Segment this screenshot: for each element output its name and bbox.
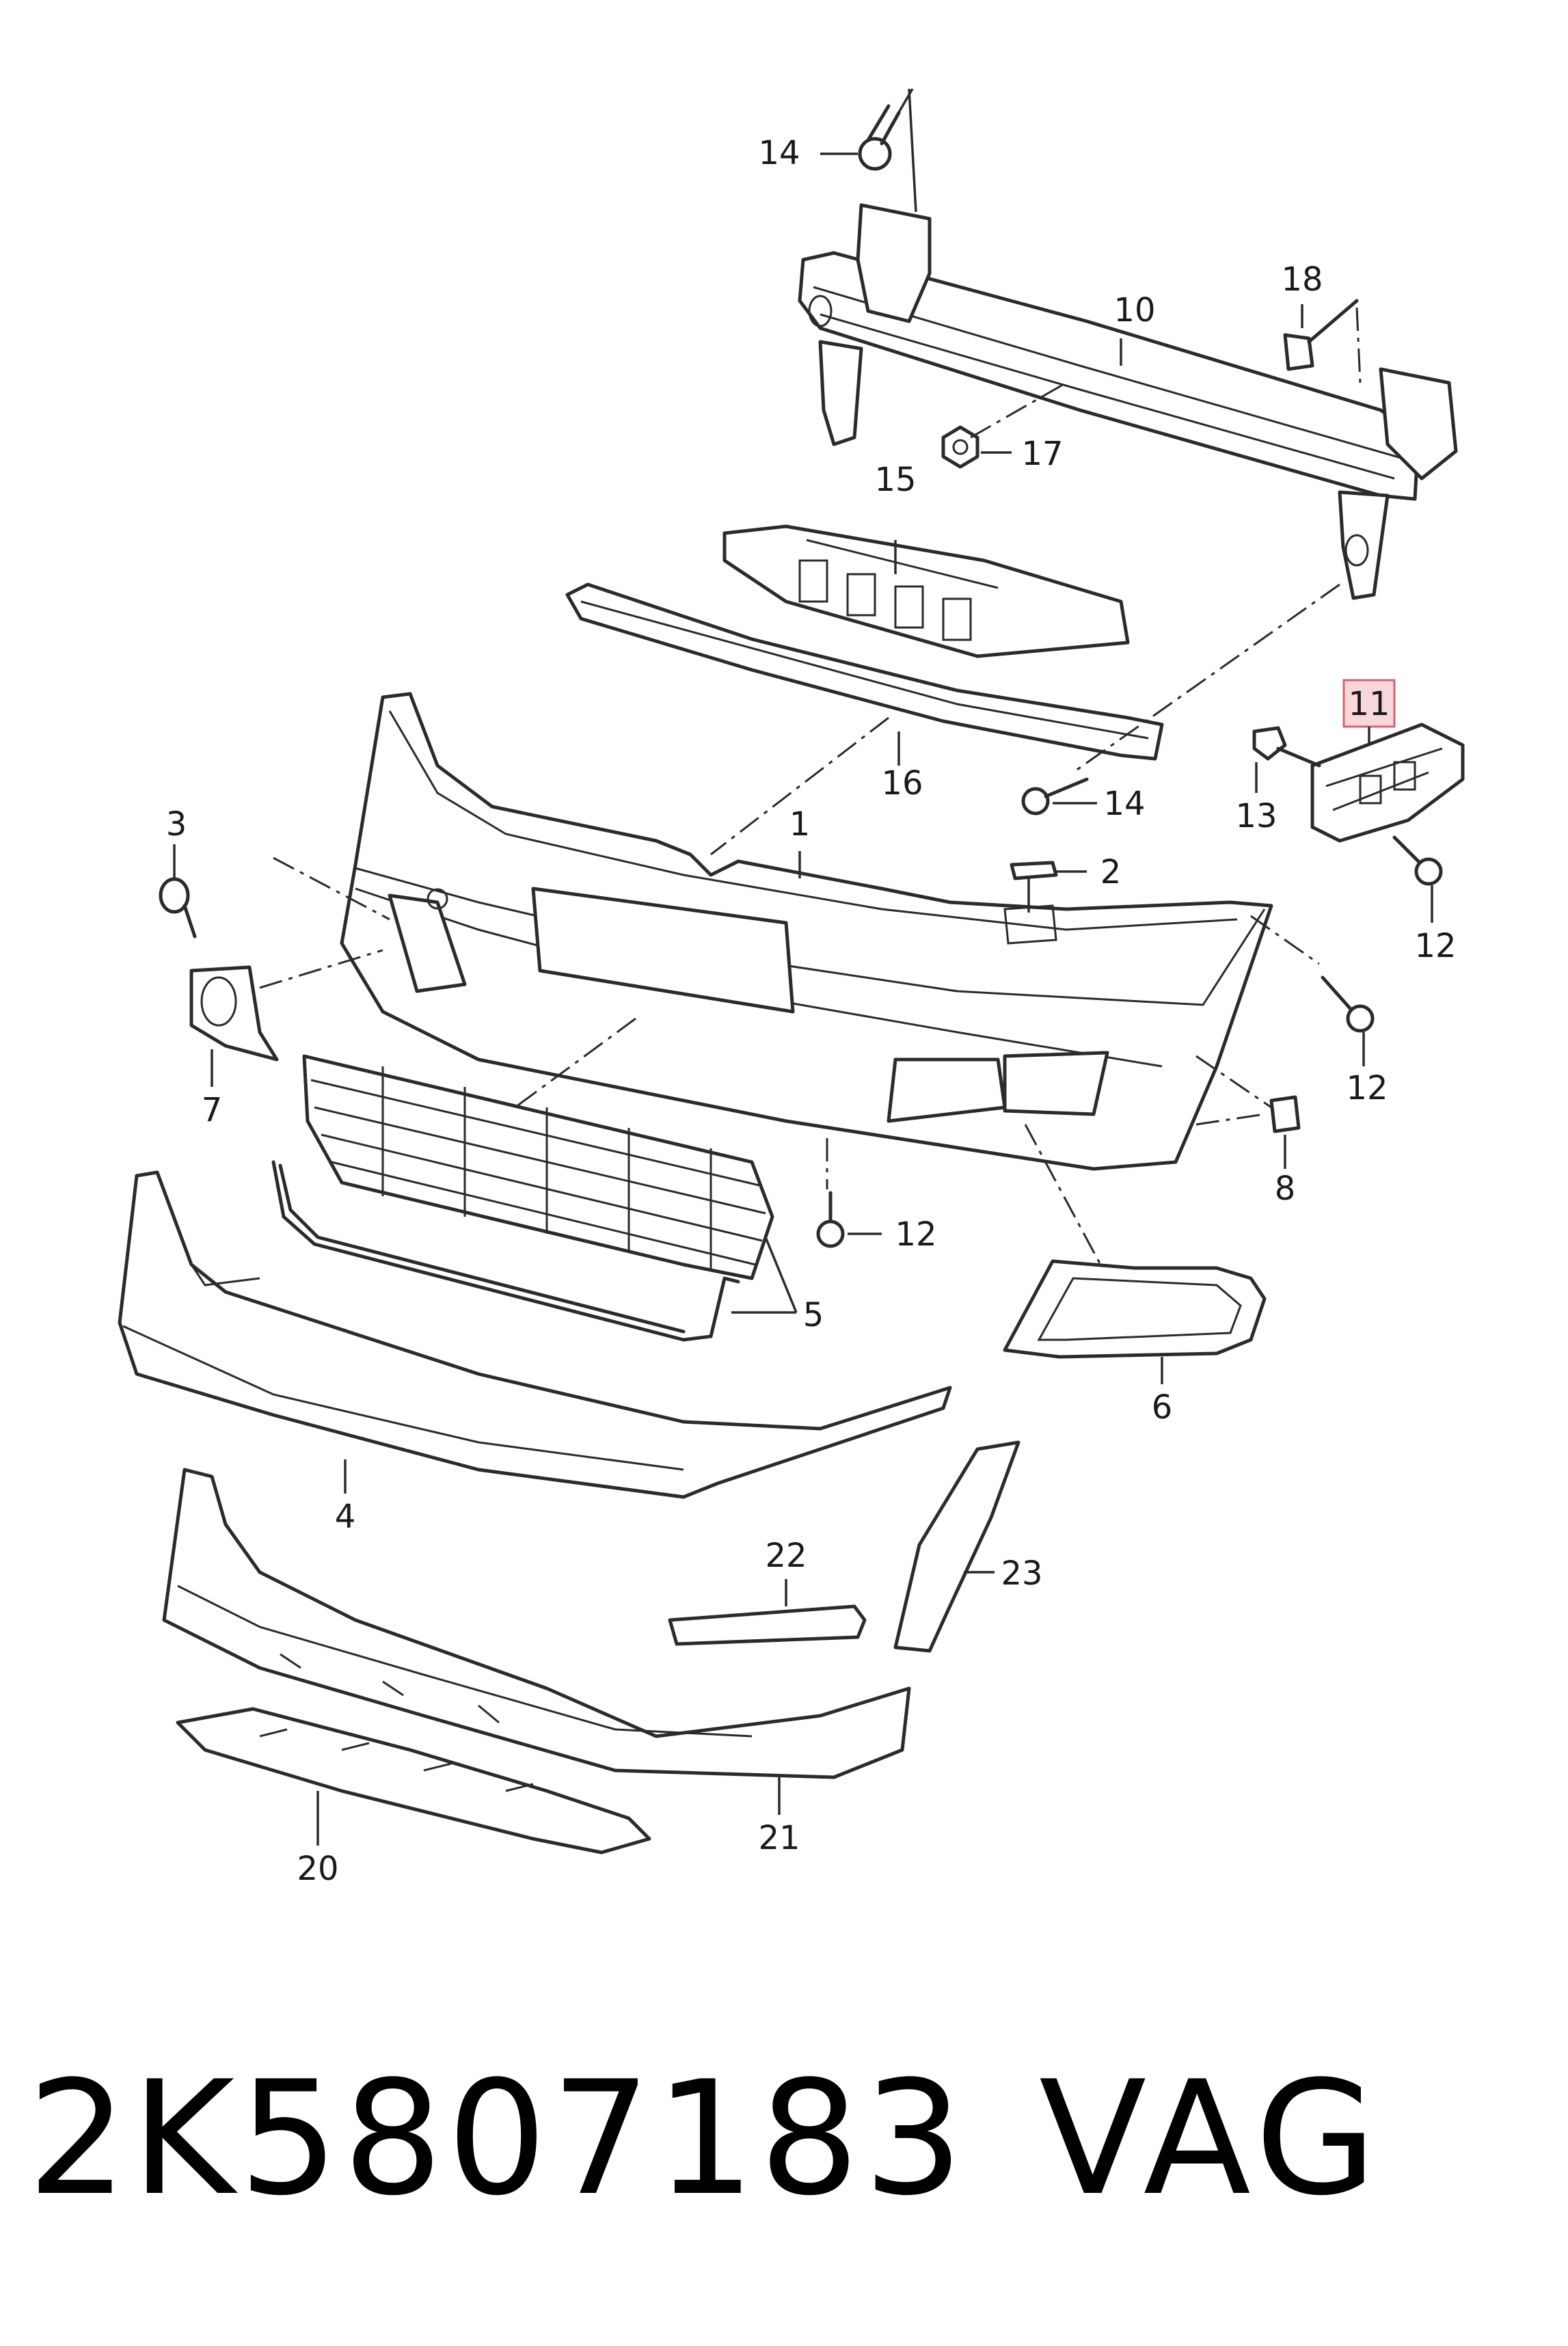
- callout-labels: 14 10 18 17 15 16 11 14 13 12 3 1 2 12 7…: [166, 134, 1457, 1888]
- screw-18: [1283, 299, 1362, 383]
- highlight-box-11: [1342, 679, 1396, 728]
- label-17: 17: [1021, 435, 1063, 473]
- absorber-15: [722, 524, 1130, 658]
- clip-2: [1010, 861, 1087, 913]
- cap-3: [159, 844, 197, 939]
- label-15: 15: [874, 461, 916, 499]
- label-7: 7: [202, 1091, 223, 1129]
- trim-strip-23: [893, 1440, 1020, 1653]
- spoiler-4: [118, 1170, 952, 1499]
- part-number: 2K5807183: [27, 2048, 968, 2230]
- label-2: 2: [1100, 853, 1122, 891]
- trim-strip-16: [565, 582, 1164, 766]
- label-12-right-upper: 12: [1414, 927, 1456, 965]
- label-18: 18: [1281, 260, 1323, 299]
- nut-17: [941, 381, 1067, 469]
- label-22: 22: [765, 1537, 807, 1575]
- bumper-cover-1: [340, 692, 1273, 1171]
- grille-5: [271, 1054, 798, 1342]
- screw-12-right-upper: [1392, 835, 1443, 923]
- label-10: 10: [1113, 291, 1155, 329]
- label-8: 8: [1275, 1170, 1296, 1208]
- bumper-reinforcement-10: [798, 203, 1458, 600]
- fog-trim-7: [189, 965, 279, 1087]
- screw-14-lower: [1021, 777, 1097, 815]
- screw-12-center: [816, 1191, 882, 1248]
- underbody-guide-20: [176, 1707, 651, 1855]
- trim-22: [668, 1579, 867, 1646]
- label-1: 1: [789, 805, 811, 844]
- label-6: 6: [1152, 1388, 1173, 1427]
- label-5: 5: [803, 1296, 824, 1334]
- label-21: 21: [758, 1819, 800, 1857]
- label-14-top: 14: [758, 134, 800, 172]
- label-12-center: 12: [895, 1215, 936, 1254]
- screw-12-right-lower: [1321, 975, 1375, 1066]
- label-11: 11: [1348, 685, 1390, 723]
- brand-name: VAG: [1039, 2048, 1384, 2230]
- bracket-11: [1310, 679, 1465, 843]
- label-4: 4: [335, 1498, 356, 1536]
- footer: 2K5807183 VAG: [27, 2037, 1545, 2242]
- label-14-lower: 14: [1103, 785, 1145, 823]
- screw-14-top: [820, 88, 917, 213]
- clip-8: [1269, 1095, 1301, 1169]
- fog-trim-6: [1003, 1259, 1267, 1384]
- label-20: 20: [297, 1850, 338, 1888]
- label-23: 23: [1001, 1554, 1042, 1593]
- label-16: 16: [881, 764, 923, 803]
- valance-21: [162, 1468, 911, 1815]
- clip-13: [1252, 726, 1321, 793]
- label-13: 13: [1235, 797, 1277, 835]
- label-3: 3: [166, 805, 187, 844]
- label-12-right-lower: 12: [1346, 1069, 1388, 1107]
